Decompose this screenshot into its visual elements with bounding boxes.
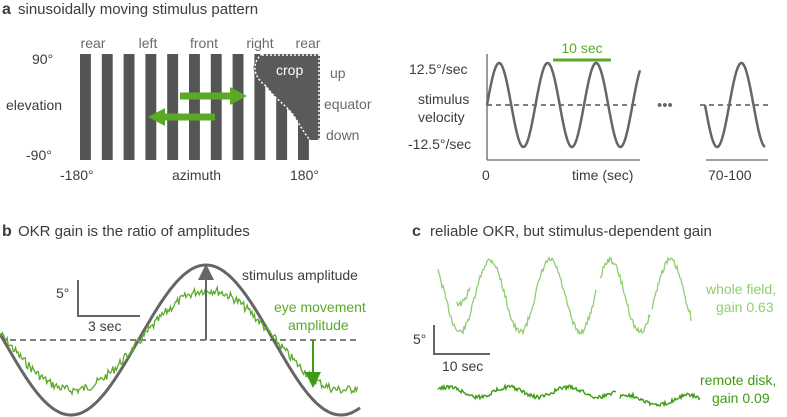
elevation-bottom: -90°: [26, 147, 52, 163]
top-label-rear-left: rear: [81, 35, 106, 51]
top-label-left: left: [139, 35, 158, 51]
period-label: 10 sec: [561, 40, 602, 56]
remote-disk-trace: [437, 383, 701, 408]
remote-disk-label-1: remote disk,: [700, 372, 776, 388]
c-scale-x: 10 sec: [442, 358, 483, 374]
b-scale-x: 3 sec: [88, 318, 121, 334]
elevation-top: 90°: [32, 51, 53, 67]
panel-c-title: reliable OKR, but stimulus-dependent gai…: [430, 223, 712, 240]
time-axis-label: time (sec): [572, 167, 633, 183]
elevation-label: elevation: [6, 97, 62, 113]
velocity-top-label: 12.5°/sec: [409, 61, 468, 77]
stripe: [210, 54, 222, 160]
right-label-equator: equator: [324, 96, 372, 112]
stripe: [254, 54, 266, 160]
okr-gain-plot: 5° 3 sec stimulus amplitude eye movement…: [0, 263, 366, 417]
stimulus-amplitude-label: stimulus amplitude: [242, 267, 358, 283]
velocity-label-1: stimulus: [418, 91, 469, 107]
eye-amplitude-label-1: eye movement: [274, 299, 366, 315]
azimuth-label: azimuth: [172, 167, 221, 183]
panel-b-letter: b: [2, 223, 12, 240]
time-start-label: 0: [482, 167, 490, 183]
c-scale-bar: [433, 325, 490, 355]
velocity-plot: 10 sec •••: [485, 40, 768, 161]
velocity-ellipsis: •••: [657, 97, 673, 114]
velocity-labels: 12.5°/sec stimulus velocity -12.5°/sec 0…: [408, 61, 752, 183]
eye-movement-trace: [0, 284, 359, 397]
okr-traces: 5° 10 sec whole field, gain 0.63 remote …: [413, 256, 776, 408]
stripe: [101, 54, 113, 160]
azimuth-right: 180°: [290, 167, 319, 183]
arrow-right-head: [230, 87, 247, 105]
crop-region: [253, 54, 320, 140]
time-end-label: 70-100: [708, 167, 752, 183]
arrow-left-head: [148, 108, 165, 126]
panel-a-title: sinusoidally moving stimulus pattern: [18, 1, 258, 18]
remote-disk-label-2: gain 0.09: [712, 390, 770, 406]
map-top-labels: rear left front right rear: [81, 35, 321, 51]
stimulus-trace: [0, 263, 361, 417]
stripe: [167, 54, 179, 160]
panel-a-letter: a: [2, 1, 11, 18]
panel-b-title: OKR gain is the ratio of amplitudes: [18, 223, 250, 240]
stimulus-map: crop: [80, 53, 320, 160]
whole-field-trace: [437, 256, 693, 336]
stripe: [189, 54, 200, 160]
right-label-up: up: [330, 65, 346, 81]
velocity-sine-end: [703, 61, 766, 149]
map-right-labels: up equator down: [324, 65, 372, 143]
stripe: [145, 54, 157, 160]
b-scale-bar: [77, 280, 140, 317]
stripe: [80, 54, 91, 160]
stripe: [123, 54, 135, 160]
top-label-right: right: [246, 35, 273, 51]
b-scale-y: 5°: [56, 285, 69, 301]
eye-amplitude-label-2: amplitude: [288, 317, 349, 333]
top-label-front: front: [190, 35, 218, 51]
top-label-rear-right: rear: [296, 35, 321, 51]
stripe: [276, 54, 288, 160]
panel-c-letter: c: [412, 223, 421, 240]
map-axis-labels: 90° elevation -90° -180° azimuth 180°: [6, 51, 319, 183]
velocity-label-2: velocity: [418, 109, 465, 125]
crop-boundary: [254, 53, 311, 141]
velocity-sine-main: [485, 61, 642, 149]
whole-field-label-1: whole field,: [705, 281, 776, 297]
whole-field-label-2: gain 0.63: [716, 299, 774, 315]
azimuth-left: -180°: [60, 167, 94, 183]
velocity-bottom-label: -12.5°/sec: [408, 136, 471, 152]
c-scale-y: 5°: [413, 331, 426, 347]
stripe: [232, 54, 244, 160]
crop-label: crop: [276, 62, 303, 78]
right-label-down: down: [326, 127, 359, 143]
